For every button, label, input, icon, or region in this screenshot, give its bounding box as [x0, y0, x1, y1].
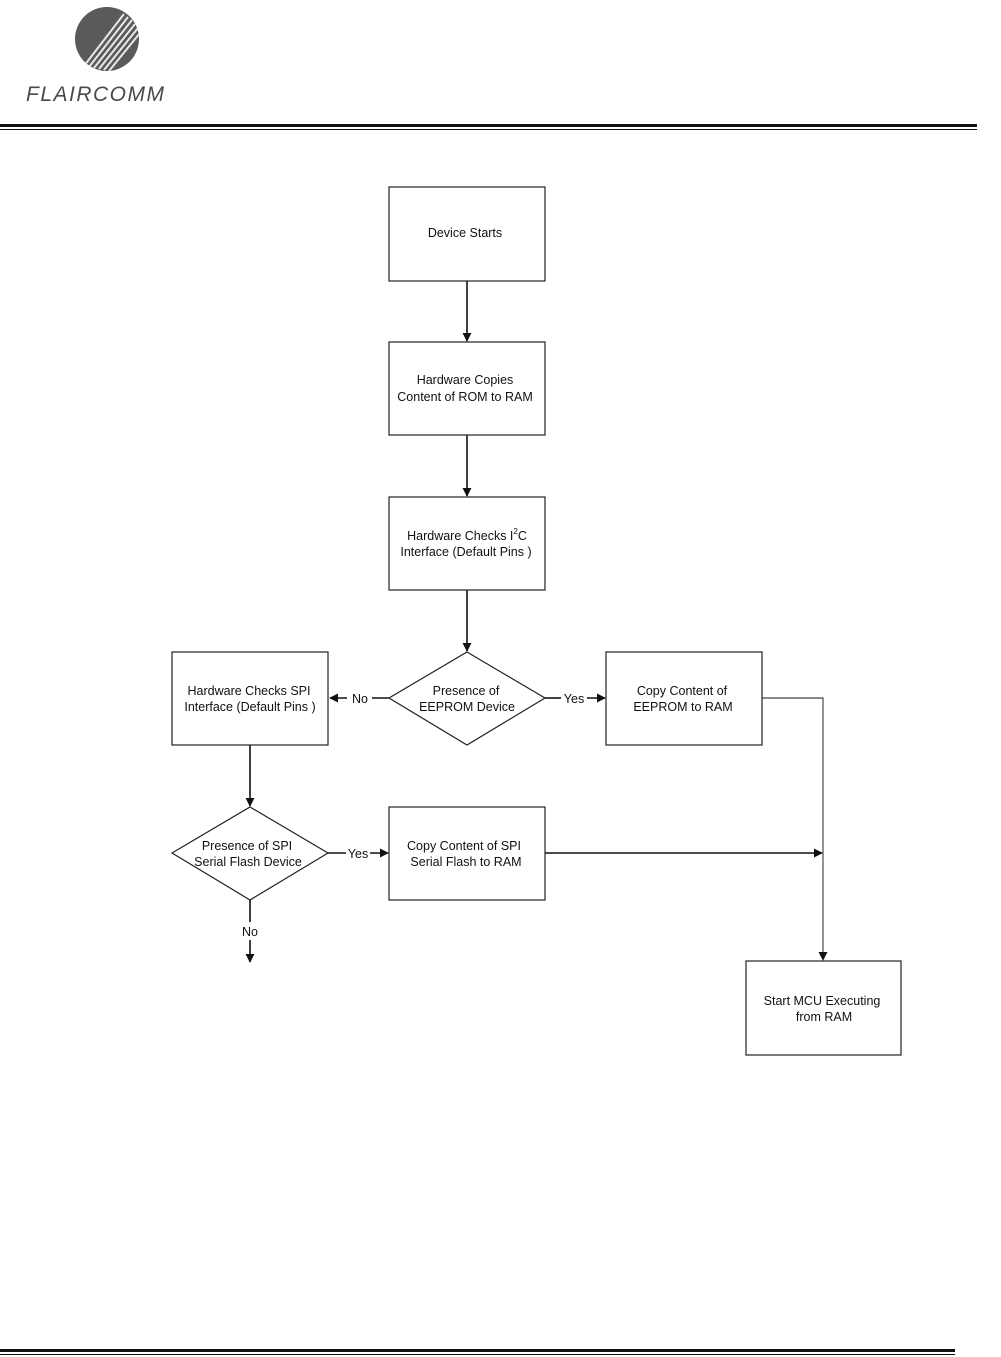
- node-copy-eeprom-line2: EEPROM to RAM: [633, 700, 732, 714]
- node-eeprom-present-line2: EEPROM Device: [419, 700, 515, 714]
- node-copy-spi: Copy Content of SPI Serial Flash to RAM: [388, 806, 546, 901]
- node-spi-present-line2: Serial Flash Device: [194, 855, 302, 869]
- node-copy-rom-line2: Content of ROM to RAM: [397, 390, 532, 404]
- label-no-spi: No: [242, 925, 258, 939]
- check-i2c-post: C: [518, 529, 527, 543]
- node-start-mcu: Start MCU Executing from RAM: [745, 960, 902, 1056]
- node-device-starts-label: Device Starts: [428, 226, 502, 240]
- node-check-i2c-line1: Hardware Checks I2C: [407, 527, 527, 543]
- logo: FLAIRCOMM: [26, 7, 166, 106]
- node-check-i2c: Hardware Checks I2C Interface (Default P…: [388, 496, 546, 591]
- logo-stripes: [83, 13, 139, 71]
- node-start-mcu-line2: from RAM: [796, 1010, 852, 1024]
- node-eeprom-present-decision: Presence of EEPROM Device: [387, 651, 547, 746]
- node-copy-spi-line1: Copy Content of SPI: [407, 839, 521, 853]
- label-yes-eeprom: Yes: [564, 692, 584, 706]
- footer-rule-thin: [0, 1354, 955, 1355]
- check-i2c-pre: Hardware Checks I: [407, 529, 513, 543]
- node-copy-rom: Hardware Copies Content of ROM to RAM: [388, 341, 546, 436]
- label-no-eeprom: No: [352, 692, 368, 706]
- footer-rule-thick: [0, 1349, 955, 1352]
- node-eeprom-present-line1: Presence of: [433, 684, 500, 698]
- check-i2c-sup: 2: [513, 527, 518, 536]
- node-check-i2c-line2: Interface (Default Pins ): [400, 545, 531, 559]
- header-rule-thin: [0, 129, 977, 130]
- node-spi-present-line1: Presence of SPI: [202, 839, 292, 853]
- node-spi-present-decision: Presence of SPI Serial Flash Device: [170, 806, 330, 901]
- node-copy-eeprom-line1: Copy Content of: [637, 684, 728, 698]
- node-copy-rom-line1: Hardware Copies: [417, 373, 514, 387]
- edge-copyeeprom-to-junction: [762, 697, 824, 853]
- label-yes-spi: Yes: [348, 847, 368, 861]
- node-check-spi: Hardware Checks SPI Interface (Default P…: [171, 651, 329, 746]
- node-copy-eeprom: Copy Content of EEPROM to RAM: [605, 651, 763, 746]
- brand-name: FLAIRCOMM: [26, 83, 166, 106]
- header-rule-thick: [0, 124, 977, 127]
- node-check-spi-line2: Interface (Default Pins ): [184, 700, 315, 714]
- node-start-mcu-line1: Start MCU Executing: [764, 994, 881, 1008]
- node-check-spi-line1: Hardware Checks SPI: [188, 684, 311, 698]
- node-copy-spi-line2: Serial Flash to RAM: [410, 855, 521, 869]
- node-device-starts: Device Starts: [388, 186, 546, 282]
